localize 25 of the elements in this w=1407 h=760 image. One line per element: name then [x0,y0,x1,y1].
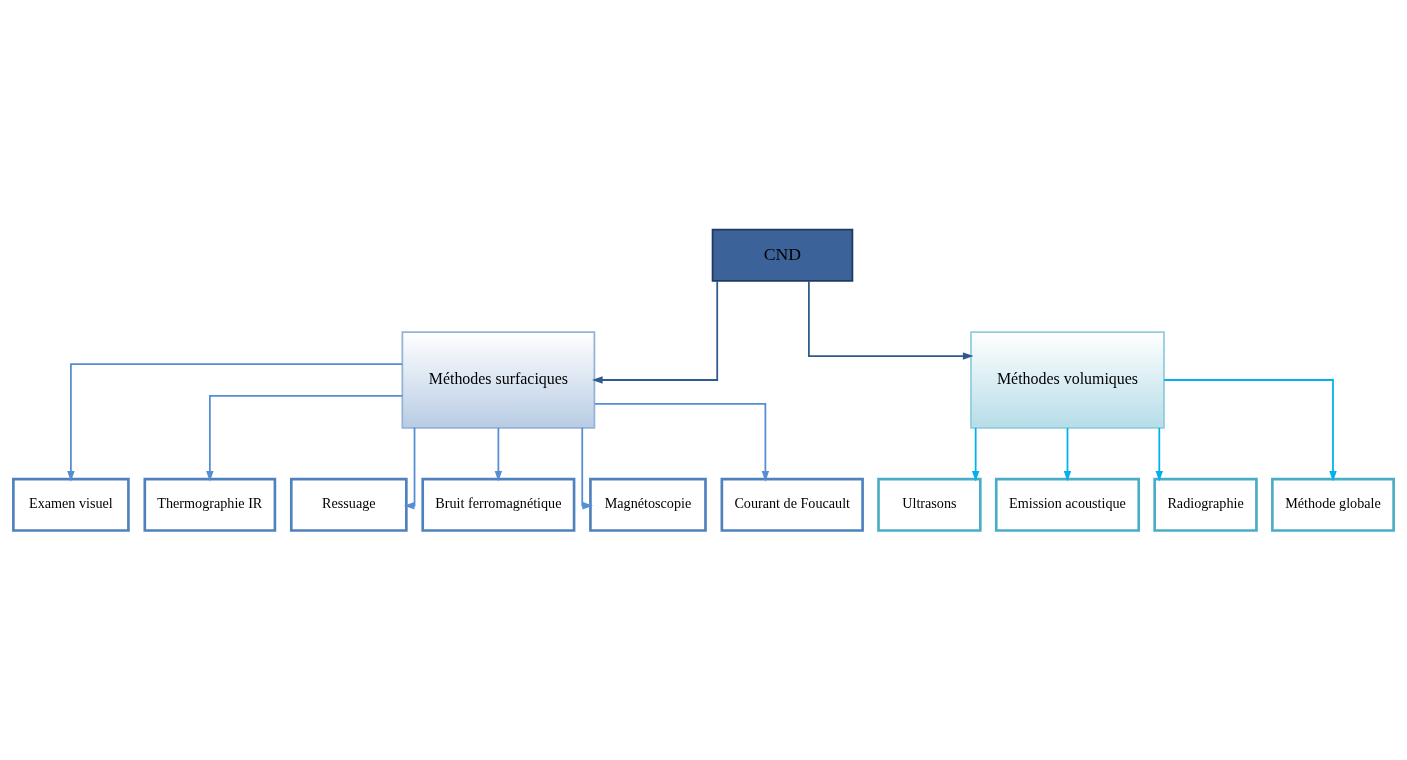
arrow [1163,379,1337,482]
arrow [403,427,416,510]
arrow [67,363,404,482]
node-box: Méthode globale [1271,477,1395,532]
arrow [1155,427,1164,482]
arrow [592,280,719,384]
node-box: Méthodes volumiques [970,331,1165,429]
arrow [206,395,404,482]
arrow [593,403,770,482]
node-box: Méthodes surfaciques [401,331,596,429]
arrow [808,280,974,360]
arrow [971,427,980,482]
node-box: CND [711,228,854,282]
arrow [581,427,593,510]
node-box: Magnétoscopie [589,477,707,532]
node-box: Ressuage [289,477,408,532]
node-box: Thermographie IR [143,477,277,532]
node-box: Ultrasons [877,477,982,532]
node-box: Examen visuel [12,477,130,532]
node-box: Emission acoustique [994,477,1141,532]
node-box: Radiographie [1153,477,1258,532]
arrow [494,427,503,482]
node-box: Courant de Foucault [720,477,864,532]
node-box: Bruit ferromagnétique [421,477,576,532]
arrow [1063,427,1072,482]
